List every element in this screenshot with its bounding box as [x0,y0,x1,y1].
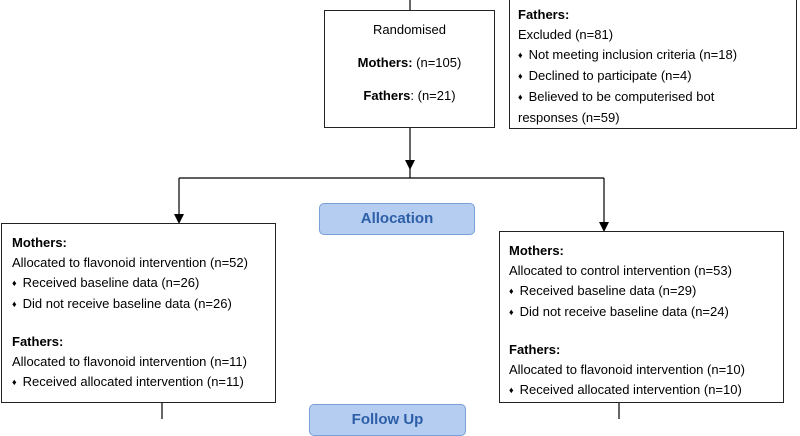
excluded-item: Not meeting inclusion criteria (n=18) [518,45,796,66]
flavonoid-mothers-item: Received baseline data (n=26) [12,273,275,294]
randomised-mothers: Mothers: (n=105) [325,53,494,73]
flow-connectors [161,0,620,419]
randomised-box: Randomised Mothers: (n=105) Fathers: (n=… [324,10,495,128]
control-fathers-heading: Fathers: [509,342,561,357]
flavonoid-arm-box: Mothers: Allocated to flavonoid interven… [1,223,276,403]
control-mothers-allocated: Allocated to control intervention (n=53) [509,263,732,278]
randomised-mothers-value: (n=105) [412,55,462,70]
randomised-title: Randomised [373,22,446,37]
excluded-item: Declined to participate (n=4) [518,66,796,87]
flavonoid-fathers-item: Received allocated intervention (n=11) [12,372,275,393]
excluded-fathers-heading: Fathers: [518,7,570,22]
randomised-fathers-label: Fathers [363,88,411,103]
flavonoid-fathers-heading: Fathers: [12,334,64,349]
control-mothers-heading: Mothers: [509,243,564,258]
control-mothers-item: Received baseline data (n=29) [509,281,783,302]
excluded-item-continuation: responses (n=59) [518,110,620,125]
excluded-item: Believed to be computerised bot [518,87,796,108]
flavonoid-fathers-allocated: Allocated to flavonoid intervention (n=1… [12,354,247,369]
flavonoid-mothers-allocated: Allocated to flavonoid intervention (n=5… [12,255,248,270]
control-arm-box: Mothers: Allocated to control interventi… [499,231,784,403]
control-mothers-item: Did not receive baseline data (n=24) [509,302,783,323]
flavonoid-mothers-item: Did not receive baseline data (n=26) [12,294,275,315]
flavonoid-mothers-heading: Mothers: [12,235,67,250]
control-fathers-allocated: Allocated to flavonoid intervention (n=1… [509,362,745,377]
control-fathers-item: Received allocated intervention (n=10) [509,380,783,401]
excluded-count: Excluded (n=81) [518,27,614,42]
follow-up-stage-label: Follow Up [309,404,466,436]
allocation-stage-label: Allocation [319,203,475,235]
randomised-mothers-label: Mothers: [357,55,413,70]
randomised-fathers: Fathers: (n=21) [325,86,494,106]
excluded-fathers-box: Fathers: Excluded (n=81) Not meeting inc… [509,0,797,129]
randomised-fathers-value: : (n=21) [410,88,456,103]
